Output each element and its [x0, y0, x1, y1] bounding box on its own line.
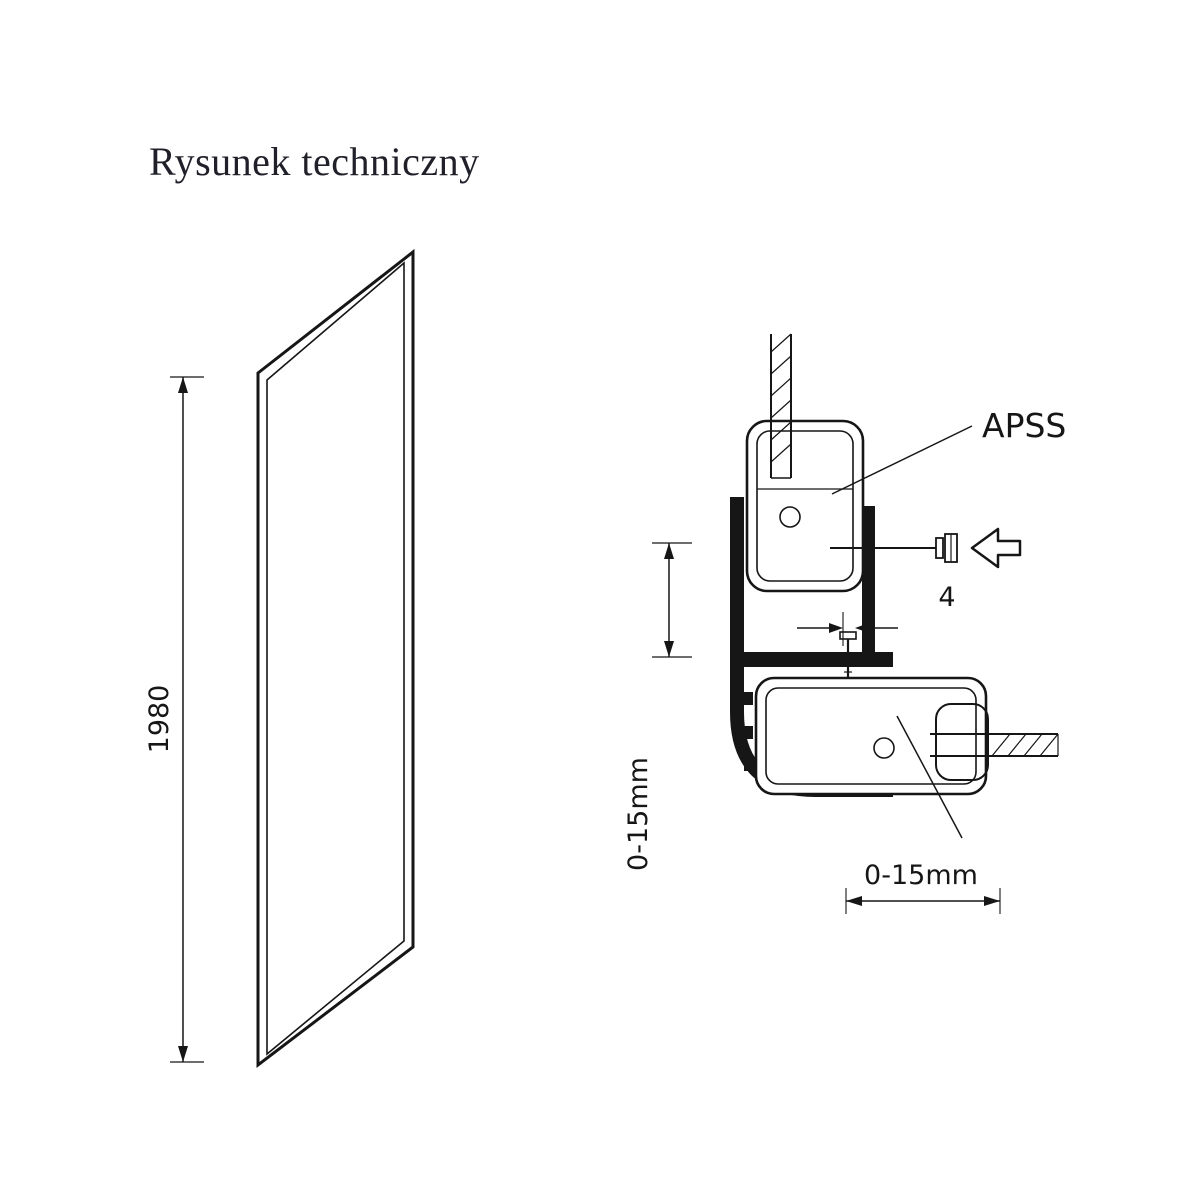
top-profile-hole: [779, 506, 801, 528]
arrowhead-up: [178, 377, 188, 393]
l-profile-notch-1: [744, 692, 753, 705]
apss-callout: APSS: [831, 406, 1066, 495]
bracket-bar-vertical: [862, 506, 875, 658]
bracket-bar-horizontal: [737, 652, 893, 667]
screw-size-label: 4: [938, 582, 955, 613]
panel-outer-frame: [256, 248, 415, 1069]
panel-height-dimension: 1980: [144, 376, 204, 1063]
glass-hatching-right: [991, 733, 1059, 757]
apss-profile-bottom: [754, 676, 989, 796]
top-profile-inner: [756, 430, 854, 582]
horizontal-gap-label: 0-15mm: [864, 860, 978, 891]
apss-label: APSS: [982, 406, 1066, 445]
gap-dimension-4: 4: [797, 582, 956, 646]
leader-line-apss: [831, 425, 973, 495]
apss-profile-top: [745, 419, 865, 593]
panel-height-label: 1980: [144, 685, 175, 754]
horizontal-gap-dimension: 0-15mm: [845, 715, 1001, 914]
l-profile-notch-3: [744, 758, 753, 771]
page-title: Rysunek techniczny: [149, 139, 480, 184]
glass-top-section: [770, 333, 792, 479]
insertion-arrow: [970, 527, 1022, 569]
glass-hatching-top: [770, 333, 792, 463]
top-profile-outer: [745, 419, 865, 593]
glass-panel-view: [256, 248, 415, 1069]
vertical-gap-dimension: 0-15mm: [623, 542, 692, 871]
arrowhead-down: [178, 1046, 188, 1062]
l-profile-notch-2: [744, 726, 753, 739]
bottom-profile-outer: [754, 676, 988, 796]
panel-inner-frame: [266, 261, 405, 1056]
bottom-profile-inner: [765, 687, 977, 785]
leader-line-bottom-profile: [896, 715, 963, 839]
bottom-profile-jaw: [935, 703, 989, 781]
screw-head: [839, 631, 857, 640]
bottom-profile-hole: [873, 737, 895, 759]
glass-right-section: [930, 733, 1059, 757]
screw-collar: [935, 537, 944, 559]
vertical-gap-label: 0-15mm: [623, 757, 654, 871]
fixing-screw-horizontal: [830, 533, 958, 563]
